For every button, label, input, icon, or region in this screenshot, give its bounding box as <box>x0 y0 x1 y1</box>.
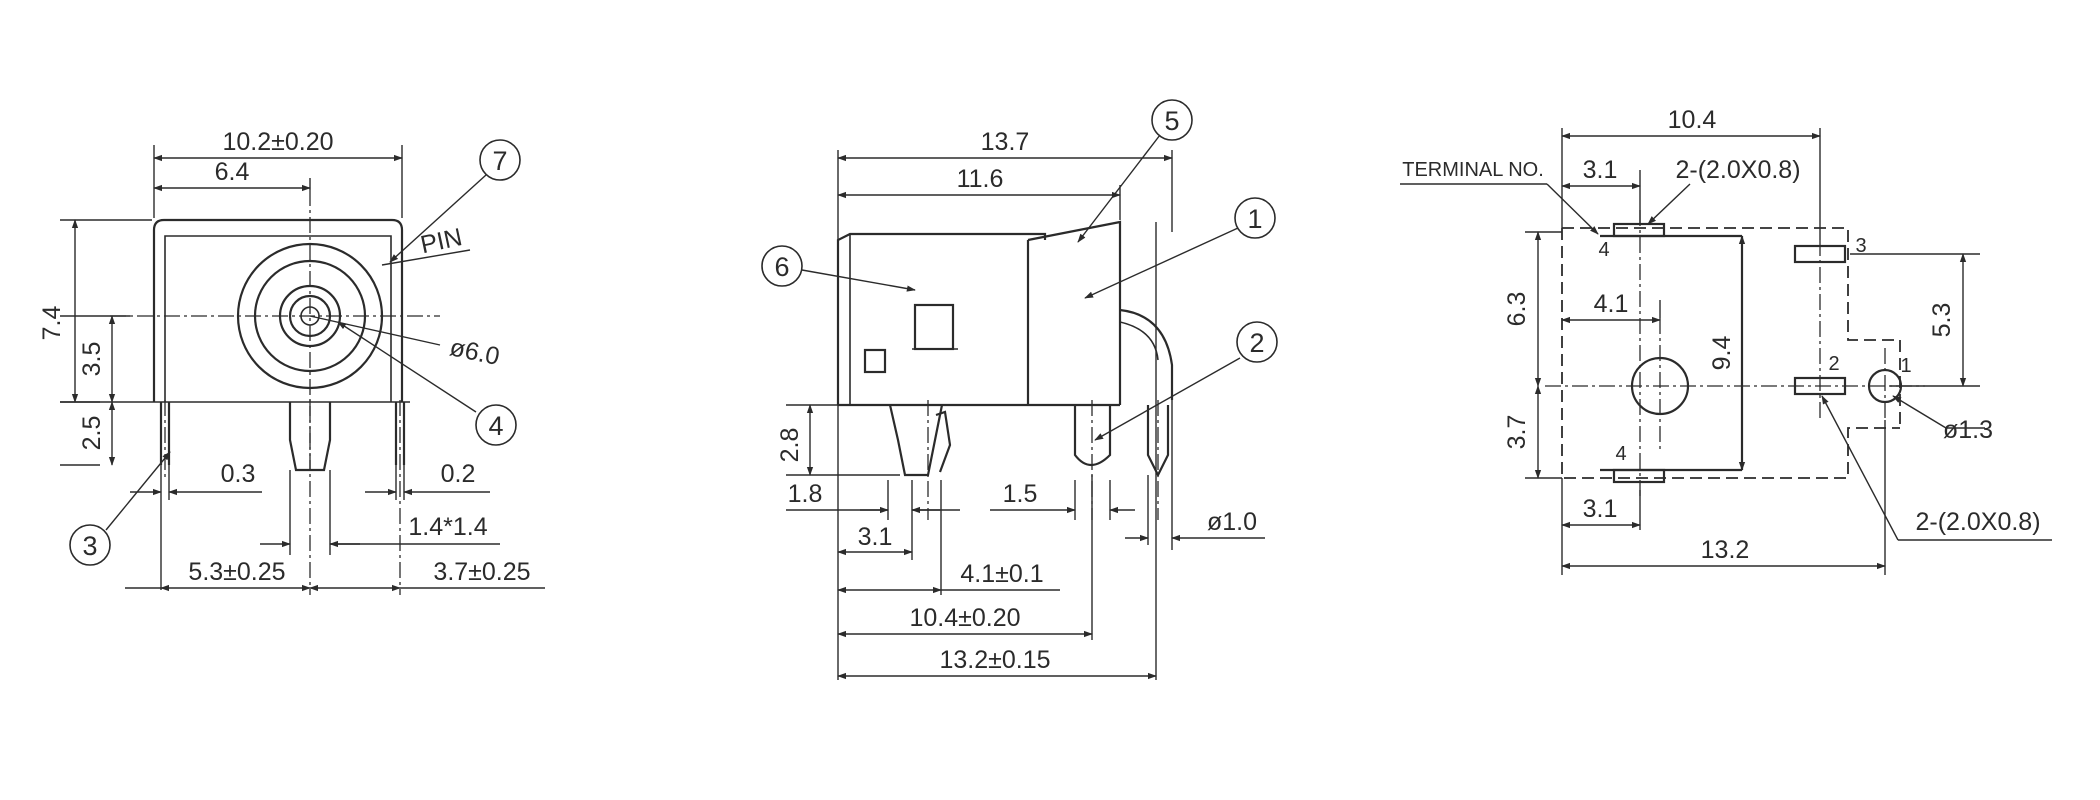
callout-3-label: 3 <box>82 531 97 561</box>
front-dim-height: 7.4 <box>38 306 66 341</box>
footprint-extension-lines <box>1525 128 1980 575</box>
footprint-dim-center-offset: 4.1 <box>1594 290 1629 318</box>
callout-6-label: 6 <box>774 252 789 282</box>
callout-3-circle <box>69 524 111 566</box>
footprint-dimension-lines <box>1400 132 2052 570</box>
callout-6-circle <box>761 245 803 287</box>
callout-1-label: 1 <box>1247 204 1262 234</box>
side-view-extension-lines <box>786 150 1173 680</box>
footprint-dim-bottom-slot: 2-(2.0X0.8) <box>1915 508 2040 536</box>
front-view: 10.2±0.20 6.4 7.4 3.5 2.5 0.3 0.2 1.4*1.… <box>38 128 545 595</box>
front-dim-center-height: 3.5 <box>78 342 106 377</box>
callout-2-label: 2 <box>1249 328 1264 358</box>
side-view-callout-leaders <box>801 134 1241 441</box>
front-dim-diameter: ø6.0 <box>447 333 502 371</box>
footprint-dim-width: 10.4 <box>1668 106 1717 134</box>
side-view-pins <box>888 400 1170 520</box>
side-dim-pin-offset: 1.8 <box>788 480 823 508</box>
callout-7-label: 7 <box>492 146 507 176</box>
front-label-pin: PIN <box>418 223 465 259</box>
callout-4-label: 4 <box>488 411 503 441</box>
footprint-terminal-2: 2 <box>1828 353 1839 375</box>
footprint-label-terminal-no: TERMINAL NO. <box>1402 159 1544 181</box>
side-view-dimension-lines <box>786 154 1265 680</box>
footprint-dim-top-slot: 2-(2.0X0.8) <box>1675 156 1800 184</box>
footprint-terminal-1: 1 <box>1900 355 1911 377</box>
side-dim-pin-width: 1.5 <box>1003 480 1038 508</box>
side-dim-third-pin-offset: 10.4±0.20 <box>909 604 1020 632</box>
front-dim-right-thickness: 0.2 <box>441 460 476 488</box>
front-view-dimension-lines <box>71 154 545 592</box>
callout-5-circle <box>1151 99 1193 141</box>
callout-5-label: 5 <box>1164 106 1179 136</box>
footprint-pads <box>1612 222 1903 484</box>
footprint-terminal-3: 3 <box>1855 235 1866 257</box>
footprint-dim-bottom-offset: 3.1 <box>1583 495 1618 523</box>
front-dim-pin-length: 2.5 <box>78 416 106 451</box>
side-dim-body-length: 11.6 <box>957 165 1004 193</box>
side-dim-second-pin-offset: 4.1±0.1 <box>960 560 1043 588</box>
front-view-callout-leaders <box>105 174 487 531</box>
front-dim-overall-width: 10.2±0.20 <box>222 128 333 156</box>
callout-2-circle <box>1236 321 1278 363</box>
callout-4-circle <box>475 404 517 446</box>
side-dim-overall-pin-span: 13.2±0.15 <box>939 646 1050 674</box>
front-dim-pin-offset: 6.4 <box>215 158 250 186</box>
footprint-dim-right-height: 5.3 <box>1928 303 1956 338</box>
front-dim-right-pitch: 3.7±0.25 <box>433 558 530 586</box>
footprint-centerlines <box>1545 210 1925 500</box>
side-dim-overall-length: 13.7 <box>981 128 1030 156</box>
footprint-dim-overall-length: 13.2 <box>1701 536 1750 564</box>
footprint-dim-hole-diameter: ø1.3 <box>1943 416 1993 444</box>
callout-7-circle <box>479 139 521 181</box>
footprint-terminal-4-bottom: 4 <box>1615 443 1626 465</box>
side-view: 13.7 11.6 2.8 1.8 3.1 1.5 ø1.0 4.1±0.1 1… <box>761 99 1278 680</box>
side-dim-front-pin-offset: 3.1 <box>858 523 893 551</box>
callout-1-circle <box>1234 197 1276 239</box>
side-view-body <box>836 220 1174 407</box>
front-dim-left-thickness: 0.3 <box>221 460 256 488</box>
side-dim-pin-diameter: ø1.0 <box>1207 508 1257 536</box>
front-dim-pin-section: 1.4*1.4 <box>408 513 487 541</box>
footprint-view: TERMINAL NO. 10.4 3.1 2-(2.0X0.8) 6.3 4.… <box>1400 106 2052 575</box>
footprint-dim-left-height: 6.3 <box>1503 292 1531 327</box>
footprint-dim-lower-height: 3.7 <box>1503 415 1531 450</box>
side-dim-pin-length: 2.8 <box>776 428 804 463</box>
footprint-dim-inner-height: 9.4 <box>1708 336 1736 371</box>
front-view-housing <box>60 218 410 403</box>
front-dim-left-pitch: 5.3±0.25 <box>188 558 285 586</box>
footprint-terminal-4-top: 4 <box>1598 239 1609 261</box>
footprint-dim-top-offset: 3.1 <box>1583 156 1618 184</box>
